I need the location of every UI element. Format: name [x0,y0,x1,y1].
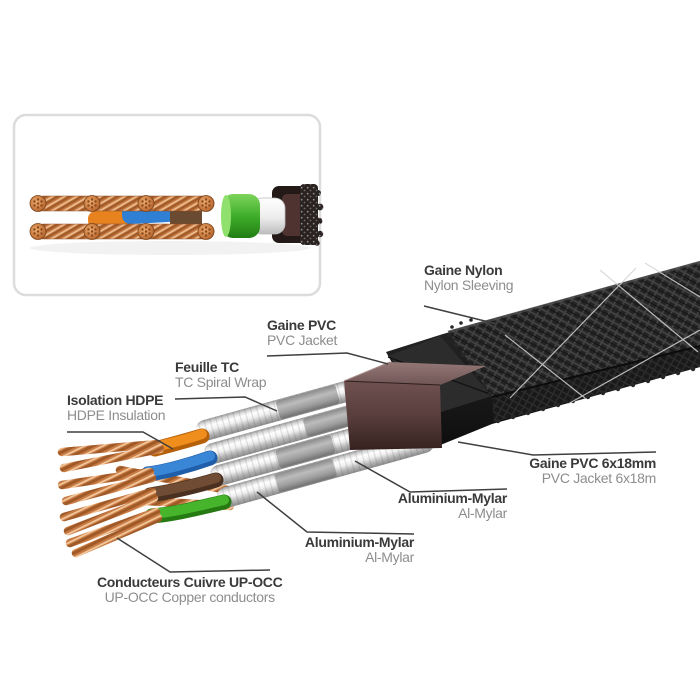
label-tc-spiral-wrap: Feuille TC TC Spiral Wrap [175,359,267,390]
label-copper-conductors-fr: Conducteurs Cuivre UP-OCC [97,574,283,590]
label-pvc-jacket: Gaine PVC PVC Jacket [267,318,337,348]
label-nylon-sleeving: Gaine Nylon Nylon Sleeving [424,263,513,293]
cable-inset [12,113,324,297]
inset-strand-caps [29,195,215,240]
label-copper-conductors-en: UP-OCC Copper conductors [104,589,276,605]
label-al-mylar-2: Aluminium-Mylar Al-Mylar [305,535,414,565]
label-pvc-jacket-6x18: Gaine PVC 6x18mm PVC Jacket 6x18m [529,456,656,486]
inset-jacket [221,184,324,246]
label-al-mylar-2-fr: Aluminium-Mylar [304,534,414,550]
label-copper-conductors: Conducteurs Cuivre UP-OCC UP-OCC Copper … [97,574,283,605]
label-hdpe-insulation-fr: Isolation HDPE [67,392,164,408]
label-al-mylar-1: Aluminium-Mylar Al-Mylar [398,491,507,521]
label-al-mylar-1-en: Al-Mylar [458,505,507,521]
label-hdpe-insulation-en: HDPE Insulation [67,407,166,423]
nylon-sleeving-mesh [446,260,700,424]
label-al-mylar-1-fr: Aluminium-Mylar [397,490,507,506]
copper-conductors [57,439,165,558]
mesh-threads [504,262,700,405]
label-pvc-jacket-6x18-en: PVC Jacket 6x18m [541,470,657,486]
label-tc-spiral-wrap-en: TC Spiral Wrap [175,374,267,390]
leader-lines [67,305,657,573]
label-nylon-sleeving-fr: Gaine Nylon [424,262,503,278]
inset-copper-rows [29,195,215,240]
label-pvc-jacket-en: PVC Jacket [267,332,338,348]
label-hdpe-insulation: Isolation HDPE HDPE Insulation [67,392,166,423]
label-pvc-jacket-fr: Gaine PVC [267,317,336,333]
label-tc-spiral-wrap-fr: Feuille TC [175,359,239,375]
label-al-mylar-2-en: Al-Mylar [365,549,414,565]
label-pvc-jacket-6x18-fr: Gaine PVC 6x18mm [529,455,656,471]
pvc-jacket-brown-block [343,361,486,450]
label-nylon-sleeving-en: Nylon Sleeving [424,277,514,293]
